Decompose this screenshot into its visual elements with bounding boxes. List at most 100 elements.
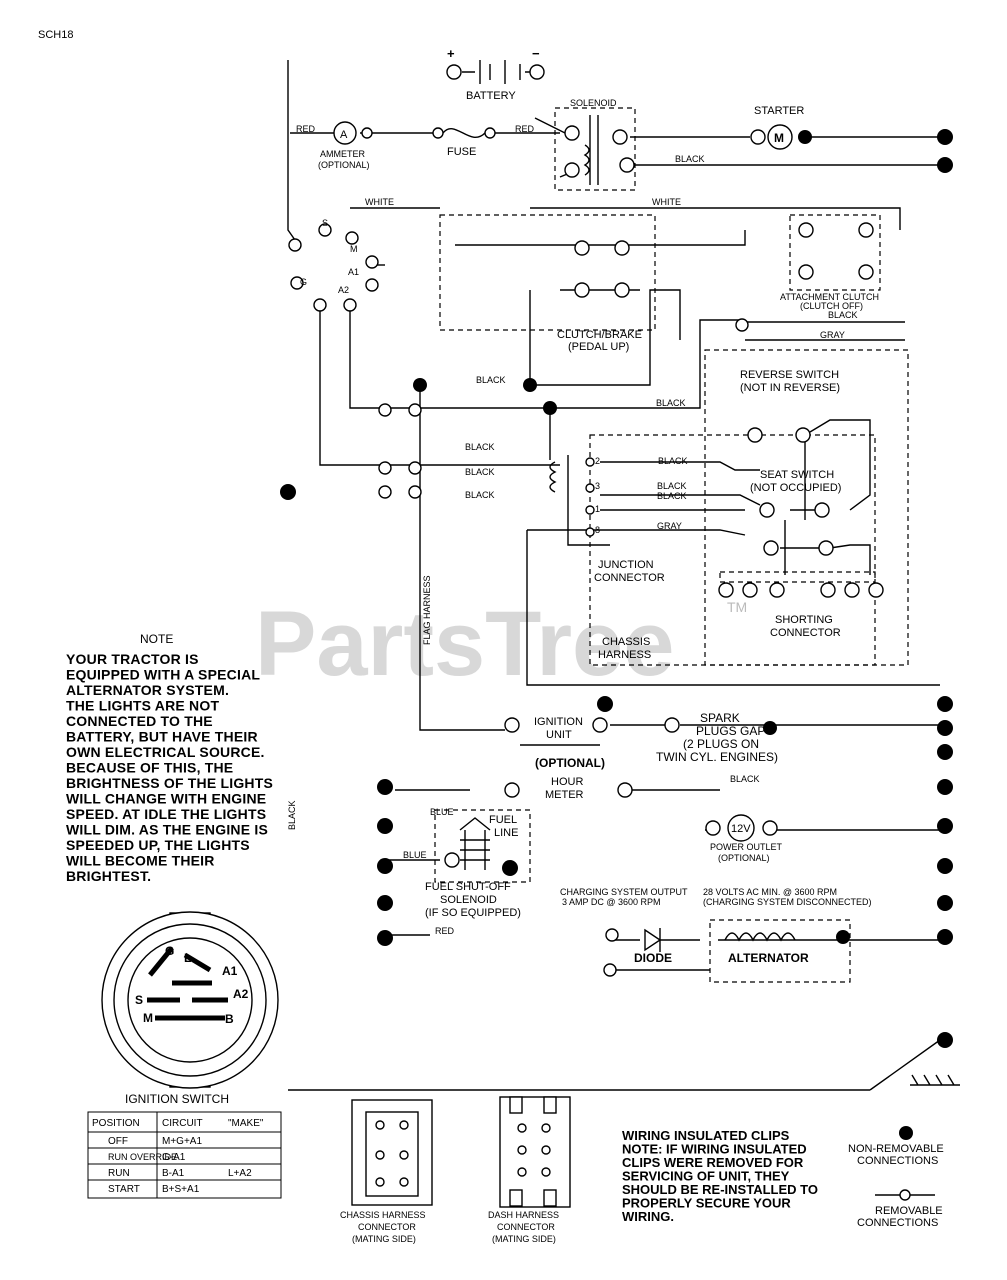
svg-text:CONNECTOR: CONNECTOR xyxy=(770,627,841,639)
table-cell: RUN xyxy=(108,1168,130,1179)
note-line: CONNECTED TO THE xyxy=(66,713,213,729)
svg-text:BLUE: BLUE xyxy=(403,850,427,860)
svg-text:A1: A1 xyxy=(222,964,238,978)
note-line: ALTERNATOR SYSTEM. xyxy=(66,682,229,698)
svg-text:B: B xyxy=(225,1012,234,1026)
battery-plus: + xyxy=(447,46,455,61)
svg-text:SOLENOID: SOLENOID xyxy=(440,894,497,906)
svg-text:BLACK: BLACK xyxy=(730,774,760,784)
svg-text:LINE: LINE xyxy=(494,827,518,839)
svg-text:(CLUTCH OFF): (CLUTCH OFF) xyxy=(800,301,863,311)
svg-text:BLACK: BLACK xyxy=(656,398,686,408)
legend: NON-REMOVABLE CONNECTIONS REMOVABLE CONN… xyxy=(848,1126,944,1229)
fuse-icon xyxy=(442,127,486,139)
ignition-switch-title: IGNITION SWITCH xyxy=(125,1092,229,1106)
svg-text:A: A xyxy=(340,129,348,141)
ammeter-optional: (OPTIONAL) xyxy=(318,160,370,170)
legend-removable-terminal xyxy=(899,1189,911,1201)
svg-text:REMOVABLE: REMOVABLE xyxy=(875,1205,943,1217)
clips-note-line: NOTE: IF WIRING INSULATED xyxy=(622,1142,807,1157)
solenoid-coil-icon xyxy=(583,115,599,185)
clutch-brake-label: CLUTCH/BRAKE xyxy=(557,329,642,341)
svg-text:PLUGS GAP: PLUGS GAP xyxy=(696,724,765,738)
spark-plugs-label: SPARK xyxy=(700,711,740,725)
hour-meter-optional: (OPTIONAL) xyxy=(535,756,605,770)
svg-text:M: M xyxy=(774,131,784,145)
fuel-solenoid-icon xyxy=(459,817,491,870)
dashed-boxes xyxy=(434,107,909,983)
wire-red-2: RED xyxy=(515,124,535,134)
battery-label: BATTERY xyxy=(466,90,516,102)
note-line: SPEEDED UP, THE LIGHTS xyxy=(66,837,250,853)
svg-text:RED: RED xyxy=(435,926,455,936)
note-line: BATTERY, BUT HAVE THEIR xyxy=(66,729,258,745)
svg-text:G: G xyxy=(165,944,174,958)
removable-terminals xyxy=(288,64,884,977)
table-cell: OFF xyxy=(108,1136,128,1147)
note-line: BECAUSE OF THIS, THE xyxy=(66,760,233,776)
ignition-unit-label: IGNITION xyxy=(534,716,583,728)
svg-text:(NOT IN REVERSE): (NOT IN REVERSE) xyxy=(740,382,840,394)
charging-ac-label: 28 VOLTS AC MIN. @ 3600 RPM xyxy=(703,887,837,897)
note-line: OWN ELECTRICAL SOURCE. xyxy=(66,744,265,760)
note-line: THE LIGHTS ARE NOT xyxy=(66,698,219,714)
alternator-label: ALTERNATOR xyxy=(728,951,809,965)
harness-loop-icon xyxy=(549,461,557,493)
svg-text:CONNECTIONS: CONNECTIONS xyxy=(857,1217,938,1229)
seat-switch-label: SEAT SWITCH xyxy=(760,469,834,481)
svg-text:3: 3 xyxy=(595,481,600,491)
wire-red-1: RED xyxy=(296,124,316,134)
svg-text:BLACK: BLACK xyxy=(465,467,495,477)
svg-text:S: S xyxy=(135,993,143,1007)
svg-text:(IF SO EQUIPPED): (IF SO EQUIPPED) xyxy=(425,907,521,919)
page-code: SCH18 xyxy=(38,29,73,41)
svg-text:DASH HARNESS: DASH HARNESS xyxy=(488,1210,559,1220)
svg-text:S: S xyxy=(322,218,328,228)
svg-text:BLACK: BLACK xyxy=(658,456,688,466)
chassis-harness-connector: CHASSIS HARNESS CONNECTOR (MATING SIDE) xyxy=(340,1099,433,1244)
note-line: YOUR TRACTOR IS xyxy=(66,651,199,667)
note-line: SPEED. AT IDLE THE LIGHTS xyxy=(66,806,266,822)
svg-text:A2: A2 xyxy=(233,987,249,1001)
svg-text:BLACK: BLACK xyxy=(476,375,506,385)
ground-icon xyxy=(910,1074,960,1086)
diode-label: DIODE xyxy=(634,951,672,965)
legend-nonremovable-dot xyxy=(899,1126,913,1140)
svg-text:2: 2 xyxy=(595,456,600,466)
svg-text:BLACK: BLACK xyxy=(657,481,687,491)
alternator-coil-icon xyxy=(724,932,796,942)
charging-output-label: CHARGING SYSTEM OUTPUT xyxy=(560,887,688,897)
svg-text:12V: 12V xyxy=(731,823,751,835)
fuse-label: FUSE xyxy=(447,146,476,158)
note-line: EQUIPPED WITH A SPECIAL xyxy=(66,667,260,683)
svg-text:METER: METER xyxy=(545,789,584,801)
svg-text:GRAY: GRAY xyxy=(657,521,682,531)
table-header: "MAKE" xyxy=(228,1118,264,1129)
note-title: NOTE xyxy=(140,632,173,646)
attachment-clutch-label: ATTACHMENT CLUTCH xyxy=(780,292,879,302)
clips-note-line: SERVICING OF UNIT, THEY xyxy=(622,1169,790,1184)
junction-connector-label: JUNCTION xyxy=(598,559,654,571)
shorting-connector-label: SHORTING xyxy=(775,614,833,626)
svg-text:M: M xyxy=(143,1011,153,1025)
svg-text:CHASSIS HARNESS: CHASSIS HARNESS xyxy=(340,1210,426,1220)
table-cell: L+A2 xyxy=(228,1168,252,1179)
svg-text:CONNECTIONS: CONNECTIONS xyxy=(857,1155,938,1167)
svg-text:L: L xyxy=(184,951,191,965)
svg-text:8: 8 xyxy=(595,525,600,535)
svg-text:BLACK: BLACK xyxy=(657,491,687,501)
table-cell: START xyxy=(108,1184,140,1195)
svg-text:BLACK: BLACK xyxy=(287,800,297,830)
dash-harness-connector: DASH HARNESS CONNECTOR (MATING SIDE) xyxy=(488,1096,571,1244)
svg-text:(NOT OCCUPIED): (NOT OCCUPIED) xyxy=(750,482,841,494)
svg-text:BLACK: BLACK xyxy=(465,442,495,452)
svg-text:3 AMP DC @ 3600 RPM: 3 AMP DC @ 3600 RPM xyxy=(562,897,661,907)
wire-white-2: WHITE xyxy=(652,197,681,207)
battery-minus: − xyxy=(532,46,540,61)
clips-note-line: WIRING. xyxy=(622,1209,674,1224)
chassis-harness-label: CHASSIS xyxy=(602,636,650,648)
note-line: BRIGHTNESS OF THE LIGHTS xyxy=(66,775,273,791)
table-header: CIRCUIT xyxy=(162,1118,203,1129)
